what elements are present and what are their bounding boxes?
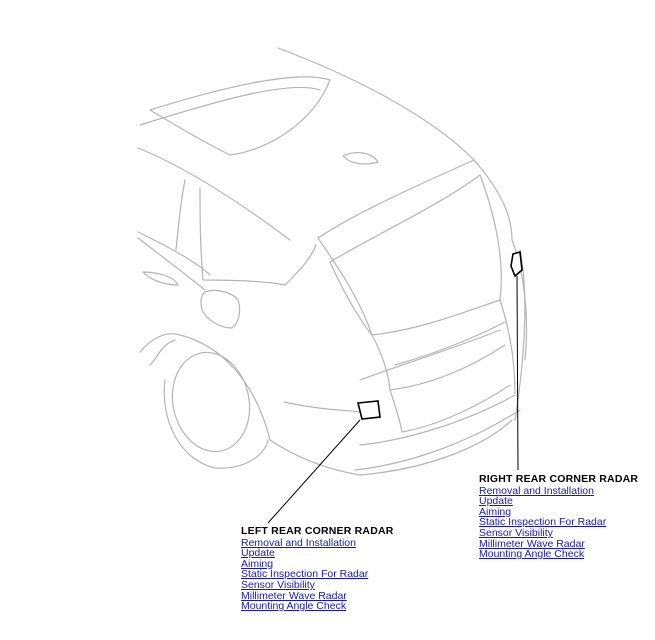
right-rear-corner-radar-callout: RIGHT REAR CORNER RADAR Removal and Inst… <box>479 474 638 560</box>
right-millimeter-wave-radar-link[interactable]: Millimeter Wave Radar <box>479 537 585 550</box>
right-aiming-link[interactable]: Aiming <box>479 505 512 518</box>
right-update-link[interactable]: Update <box>479 495 513 508</box>
left-removal-installation-link[interactable]: Removal and Installation <box>241 536 356 549</box>
right-radar-title: RIGHT REAR CORNER RADAR <box>479 473 639 485</box>
right-rear-radar-sensor <box>510 250 523 278</box>
left-static-inspection-link[interactable]: Static Inspection For Radar <box>241 568 369 581</box>
left-millimeter-wave-radar-link[interactable]: Millimeter Wave Radar <box>241 589 347 602</box>
left-sensor-visibility-link[interactable]: Sensor Visibility <box>241 578 315 591</box>
right-static-inspection-link[interactable]: Static Inspection For Radar <box>479 516 607 529</box>
right-radar-leader-line <box>516 275 519 471</box>
right-mounting-angle-check-link[interactable]: Mounting Angle Check <box>479 548 585 561</box>
left-mounting-angle-check-link[interactable]: Mounting Angle Check <box>241 600 347 613</box>
right-removal-installation-link[interactable]: Removal and Installation <box>479 484 594 497</box>
left-rear-corner-radar-callout: LEFT REAR CORNER RADAR Removal and Insta… <box>241 526 394 612</box>
left-update-link[interactable]: Update <box>241 547 275 560</box>
left-radar-leader-line <box>267 419 361 524</box>
left-radar-title: LEFT REAR CORNER RADAR <box>241 525 394 537</box>
left-rear-radar-sensor <box>356 400 381 420</box>
right-sensor-visibility-link[interactable]: Sensor Visibility <box>479 526 553 539</box>
left-aiming-link[interactable]: Aiming <box>241 557 274 570</box>
